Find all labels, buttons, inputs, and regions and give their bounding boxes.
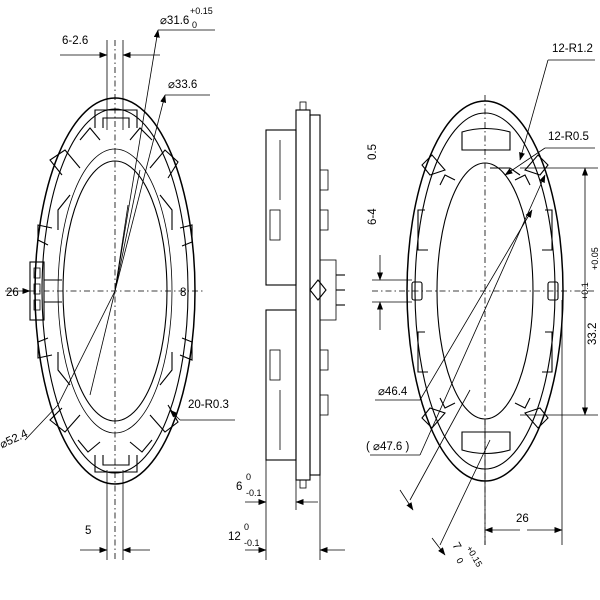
dim-height-6: 6 <box>236 481 242 493</box>
dim-slot-7-tol-lower: 0 <box>454 556 465 565</box>
dim-depth-tol: 0.5 <box>367 144 379 160</box>
side-profile-view: 6 0 -0.1 12 0 -0.1 <box>228 101 345 560</box>
dim-span-tol-upper: +0.1 <box>580 282 590 300</box>
dim-inner-dia-tol-upper: +0.15 <box>190 6 213 16</box>
dim-width-26-left: 26 <box>6 287 19 299</box>
left-ring-view: 6-2.6 ⌀31.6 +0.15 0 ⌀33.6 26 8 ⌀52.4 20-… <box>0 6 235 560</box>
dim-inner-dia-tol-lower: 0 <box>192 20 197 30</box>
left-ring-teeth <box>37 109 193 473</box>
dim-height-12-tol-lower: -0.1 <box>244 538 260 548</box>
dim-radius-outer: 12-R1.2 <box>552 43 593 55</box>
dim-height-12: 12 <box>228 531 241 543</box>
dim-dia-47: ( ⌀47.6 ) <box>366 441 410 453</box>
dim-depth: 6-4 <box>367 208 379 225</box>
dim-height-6-tol-lower: -0.1 <box>246 488 262 498</box>
dim-slot-7-tol-upper: +0.15 <box>464 544 484 569</box>
dim-mid-dia: ⌀33.6 <box>168 79 197 91</box>
dim-width-5: 5 <box>85 525 91 537</box>
dim-span-tol-lower: +0.05 <box>590 247 600 270</box>
dim-height-12-tol-upper: 0 <box>244 522 249 532</box>
dim-pin-8: 8 <box>180 287 186 299</box>
right-ring-view: 6-4 0.5 12-R1.2 12-R0.5 33.2 +0.1 +0.05 … <box>366 43 600 569</box>
dim-dia-46: ⌀46.4 <box>378 386 408 398</box>
dim-inner-dia: ⌀31.6 <box>160 15 189 27</box>
dim-corner-radius: 20-R0.3 <box>188 399 229 411</box>
dim-outer-dia: ⌀52.4 <box>0 428 30 452</box>
dim-slot-7: 7 <box>449 541 463 553</box>
dim-width-26-right: 26 <box>516 513 529 525</box>
dim-slot-width: 6-2.6 <box>62 35 88 47</box>
dim-span: 33.2 <box>587 323 599 345</box>
dim-height-6-tol-upper: 0 <box>246 472 251 482</box>
dim-radius-inner: 12-R0.5 <box>548 131 589 143</box>
